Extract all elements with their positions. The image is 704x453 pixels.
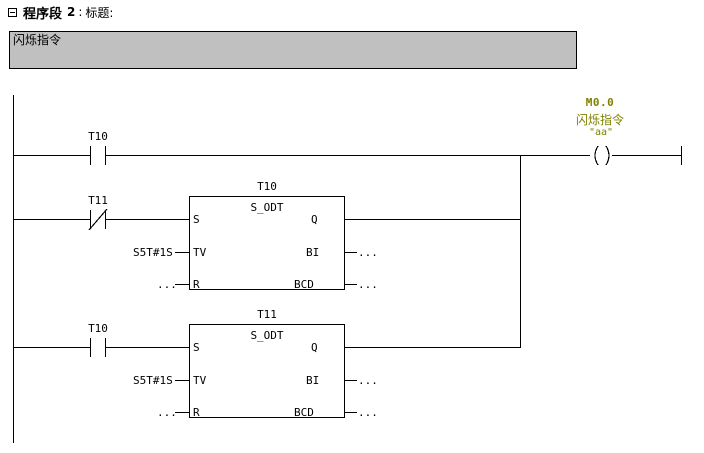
rung3-contact-label[interactable]: T10 [88,322,108,335]
block-t11-pin-r: R [193,406,200,419]
block-t10-pin-bcd: BCD [294,278,314,291]
rung2-contact-label[interactable]: T11 [88,194,108,207]
block-t11-bcd-value[interactable]: ... [358,406,378,419]
network-header: 程序段 2 : 标题: [8,3,114,22]
block-t10-pin-bi: BI [306,246,320,259]
block-t10-body [188,195,346,291]
block-t11-pin-bi: BI [306,374,320,387]
block-t10-type-label: S_ODT [250,201,284,214]
block-t10-tv-value[interactable]: S5T#1S [133,246,173,259]
block-t11-tv-value[interactable]: S5T#1S [133,374,173,387]
block-t10-pin-s: S [193,213,200,226]
block-t10-instance-label[interactable]: T10 [257,180,277,193]
block-t10-bi-value[interactable]: ... [358,246,378,259]
rung1-contact-label[interactable]: T10 [88,130,108,143]
block-t11-pin-tv: TV [193,374,207,387]
block-t11-instance-label[interactable]: T11 [257,308,277,321]
network-title: 程序段 [23,6,63,22]
network-number: 2 [67,5,76,19]
coil-symbol-label[interactable]: 闪烁指令 [575,113,625,127]
block-t11-type-label: S_ODT [250,329,284,342]
block-t11-body [188,323,346,419]
coil-left-arc [594,145,599,166]
block-t10-pin-r: R [193,278,200,291]
block-t10-pin-q: Q [311,213,318,226]
block-t10-r-value[interactable]: ... [157,278,177,291]
network-comment-text: 闪烁指令 [13,33,62,47]
coil-right-arc [605,145,610,166]
block-t11-pin-s: S [193,341,200,354]
network-comment-box[interactable]: 闪烁指令 [9,31,577,69]
rung2-contact-negate-slash [88,208,108,231]
block-t11-bi-value[interactable]: ... [358,374,378,387]
coil-address-label[interactable]: M0.0 [585,96,615,109]
network-colon: : [78,5,83,19]
block-t10-pin-tv: TV [193,246,207,259]
network-subtitle: 标题: [85,5,114,20]
block-t11-r-value[interactable]: ... [157,406,177,419]
collapse-minus-icon[interactable] [8,7,17,17]
coil-symbol-quoted-label[interactable]: "aa" [588,127,614,138]
block-t11-pin-bcd: BCD [294,406,314,419]
block-t10-bcd-value[interactable]: ... [358,278,378,291]
block-t11-pin-q: Q [311,341,318,354]
